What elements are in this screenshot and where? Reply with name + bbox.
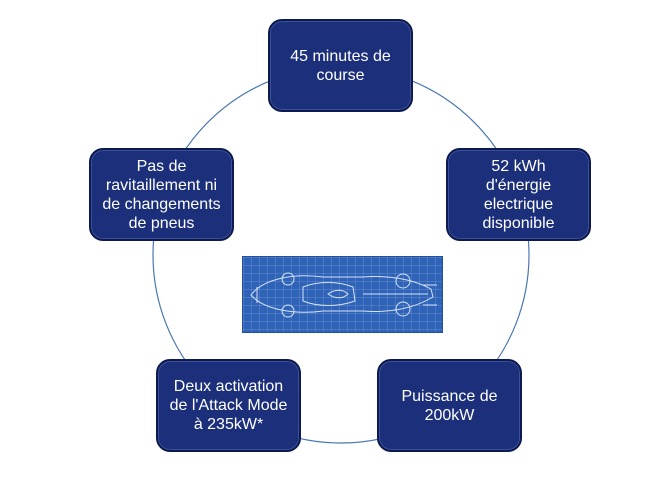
- cycle-node-energy: 52 kWh d'énergie electrique disponible: [446, 148, 591, 241]
- cycle-node-label: 52 kWh d'énergie electrique disponible: [482, 157, 555, 232]
- cycle-node-label: Puissance de 200kW: [401, 387, 498, 424]
- cycle-node-label: Pas de ravitaillement ni de changements …: [102, 157, 221, 232]
- cycle-node-attack-mode: Deux activation de l'Attack Mode à 235kW…: [156, 359, 301, 452]
- car-blueprint-image: [242, 256, 443, 333]
- cycle-node-label: Deux activation de l'Attack Mode à 235kW…: [169, 378, 288, 433]
- cycle-node-power: Puissance de 200kW: [377, 359, 522, 452]
- cycle-node-label: 45 minutes de course: [290, 47, 391, 84]
- cycle-node-no-refuel: Pas de ravitaillement ni de changements …: [89, 148, 234, 241]
- cycle-node-race-duration: 45 minutes de course: [268, 19, 413, 112]
- car-outline-icon: [250, 272, 437, 318]
